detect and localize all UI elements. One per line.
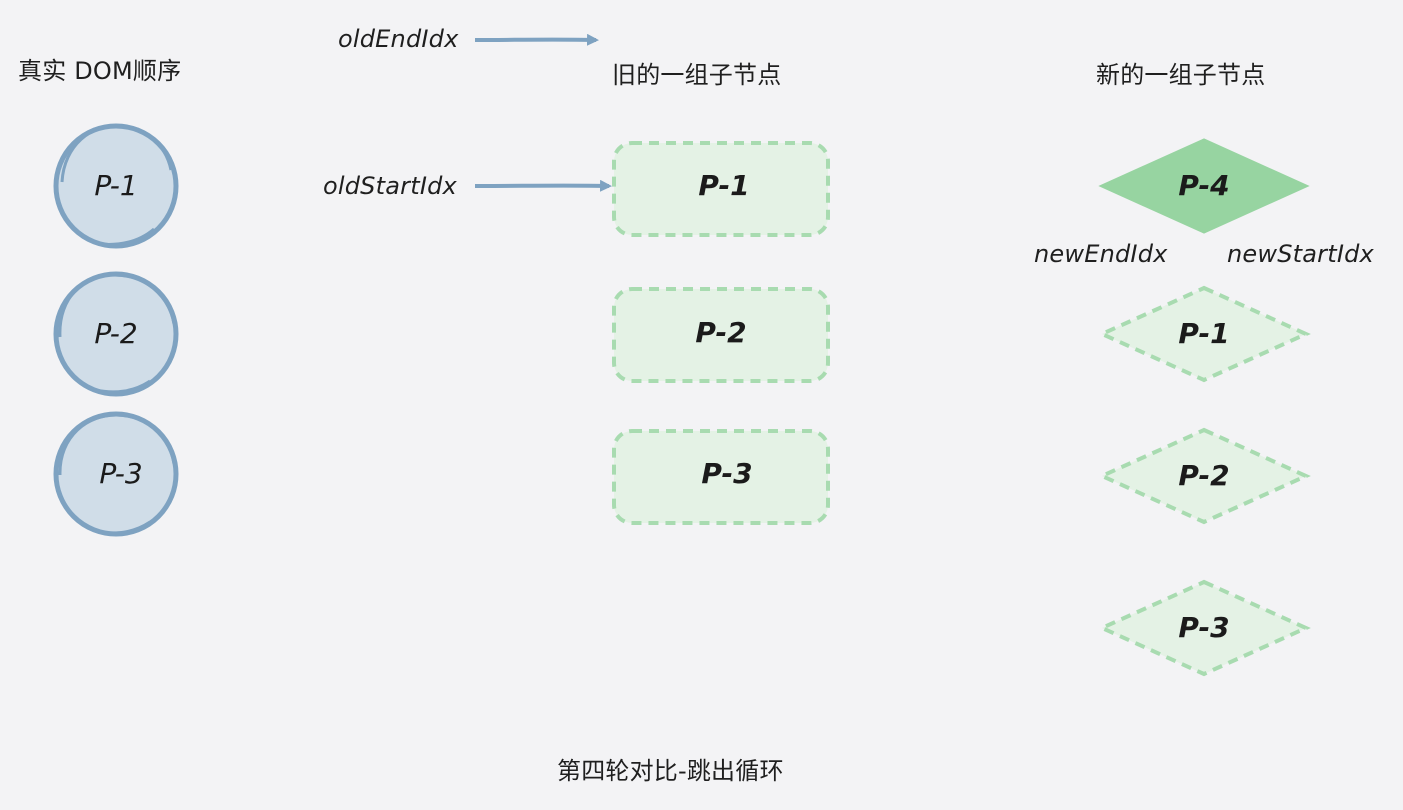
real-dom-order-heading: 真实 DOM顺序 — [18, 57, 182, 85]
new-node-diamond-1 — [1098, 138, 1310, 234]
real-dom-circles — [53, 123, 179, 537]
new-node-diamond-4 — [1097, 579, 1311, 677]
new-node-label-2: P-1 — [1178, 317, 1230, 350]
old-node-label-1: P-1 — [698, 169, 750, 202]
old-node-rect-2 — [612, 287, 830, 383]
new-node-diamond-2 — [1097, 285, 1311, 383]
old-end-idx-label: oldEndIdx — [338, 25, 459, 53]
pointer-arrows — [474, 33, 612, 192]
old-node-label-3: P-3 — [701, 457, 753, 490]
new-node-diamond-3 — [1097, 427, 1311, 525]
dom-node-label-1: P-1 — [94, 169, 138, 202]
dom-node-label-3: P-3 — [99, 457, 143, 490]
new-children-heading: 新的一组子节点 — [1096, 61, 1266, 89]
old-children-heading: 旧的一组子节点 — [612, 61, 782, 89]
old-node-rect-3 — [612, 429, 830, 525]
new-node-label-1: P-4 — [1178, 169, 1230, 202]
dom-node-label-2: P-2 — [94, 317, 138, 350]
old-node-label-2: P-2 — [695, 316, 747, 349]
new-end-idx-label: newEndIdx — [1034, 240, 1168, 268]
diagram-caption: 第四轮对比-跳出循环 — [557, 757, 784, 785]
new-node-label-3: P-2 — [1178, 459, 1230, 492]
old-node-rectangles — [612, 141, 830, 525]
old-start-idx-label: oldStartIdx — [323, 172, 457, 200]
new-start-idx-label: newStartIdx — [1227, 240, 1374, 268]
new-node-diamonds — [1097, 138, 1311, 677]
old-node-rect-1 — [612, 141, 830, 237]
new-node-label-4: P-3 — [1178, 611, 1230, 644]
